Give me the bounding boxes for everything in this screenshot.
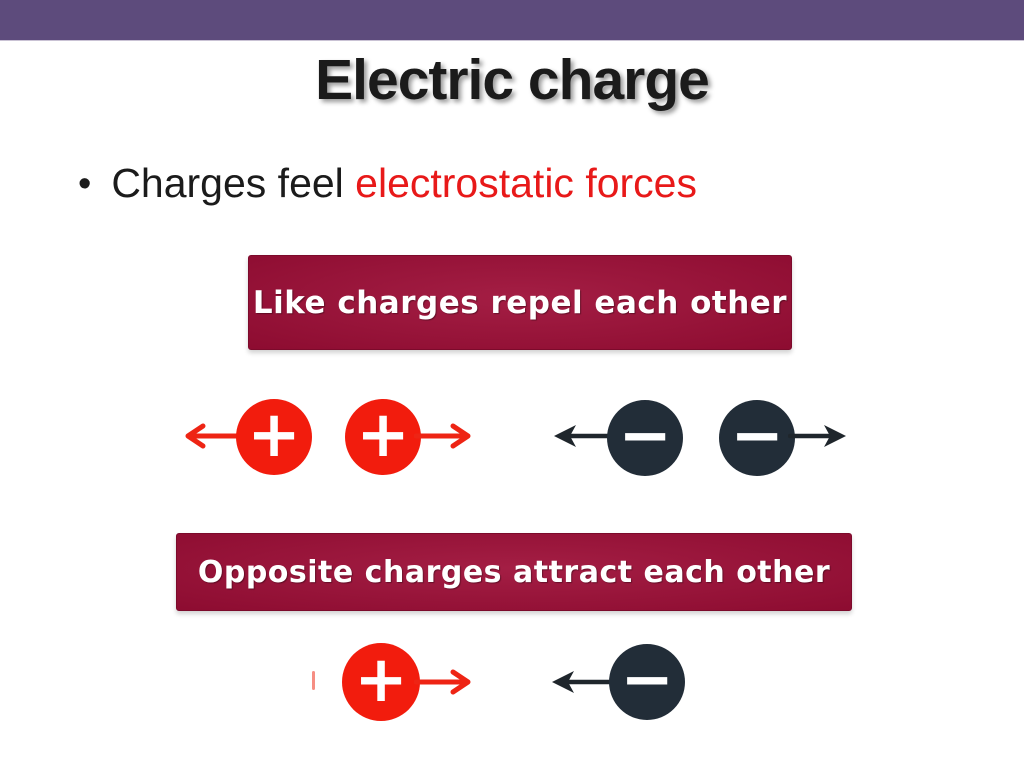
plus-icon: + [354,643,408,717]
arrow-right-icon [788,425,846,447]
arrow-left-icon [554,425,612,447]
minus-icon: − [620,643,674,717]
minus-icon: − [730,399,784,473]
minus-icon: − [618,399,672,473]
plus-icon: + [356,398,410,472]
repel-banner-label: Like charges repel each other [252,284,788,321]
positive-charge: + [342,643,420,721]
header-bar [0,0,1024,41]
plus-icon: + [247,398,301,472]
stray-red-mark [312,671,315,690]
bullet-line: • Charges feel electrostatic forces [78,160,978,207]
attract-banner-label: Opposite charges attract each other [197,554,831,590]
attract-banner: Opposite charges attract each other [176,533,852,611]
negative-charge: − [719,400,795,476]
repel-banner: Like charges repel each other [248,255,792,350]
bullet-icon: • [78,162,92,205]
arrow-right-icon [414,669,471,695]
positive-charge: + [345,399,421,475]
page-title: Electric charge [315,48,710,112]
arrow-left-icon [185,423,242,449]
arrow-left-icon [552,671,612,693]
negative-charge: − [607,400,683,476]
negative-charge: − [609,644,685,720]
arrow-right-icon [414,423,471,449]
bullet-text: Charges feel [111,160,356,206]
positive-charge: + [236,399,312,475]
bullet-text-highlight: electrostatic forces [355,160,697,206]
